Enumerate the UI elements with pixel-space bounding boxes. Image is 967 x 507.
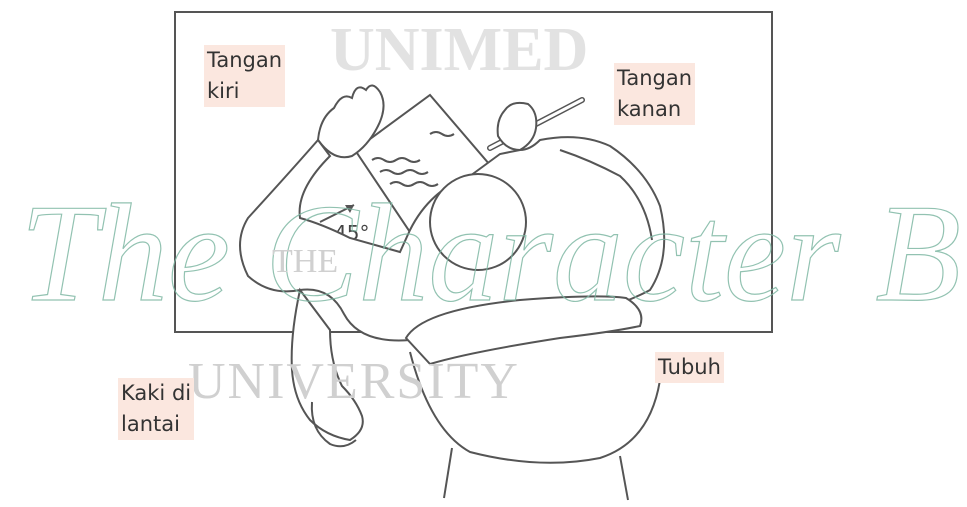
label-feet: Kaki di lantai xyxy=(118,378,194,440)
right-hand xyxy=(498,103,537,150)
watermark-top: UNIMED xyxy=(330,16,588,84)
watermark-script-text: The Character Building xyxy=(20,176,967,331)
label-body: Tubuh xyxy=(655,352,724,383)
label-right-hand: Tangan kanan xyxy=(614,63,695,125)
watermark-university-text: UNIVERSITY xyxy=(188,353,520,410)
watermark-script: The Character Building xyxy=(20,176,967,331)
label-left-hand: Tangan kiri xyxy=(204,45,285,107)
watermark-the-text: THE xyxy=(272,243,338,280)
watermark-unimed-text: UNIMED xyxy=(330,16,588,84)
